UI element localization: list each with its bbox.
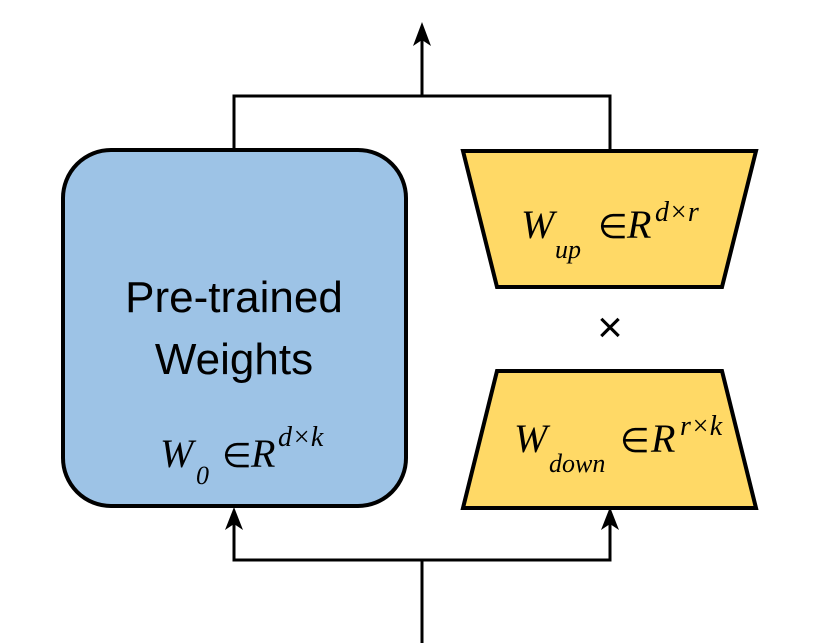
w-down-block [460, 369, 759, 510]
pretrained-title-line1: Pre-trained [125, 273, 343, 322]
multiply-sign: × [597, 303, 623, 352]
input-connector [232, 520, 612, 643]
w-down-formula: W down ∈ R r×k [514, 411, 723, 478]
output-arrowhead [413, 22, 431, 46]
pretrained-formula: W 0 ∈ R d×k [160, 422, 324, 490]
output-merge-line [232, 94, 612, 152]
output-connector [232, 26, 612, 152]
down-input-arrowhead [601, 507, 619, 530]
pretrained-input-arrowhead [225, 507, 243, 530]
input-split-line [232, 520, 612, 562]
w-up-formula: W up ∈ R d×r [521, 197, 699, 264]
pretrained-title-line2: Weights [155, 335, 313, 384]
pretrained-weights-block [61, 148, 408, 508]
w-up-block [460, 149, 759, 289]
